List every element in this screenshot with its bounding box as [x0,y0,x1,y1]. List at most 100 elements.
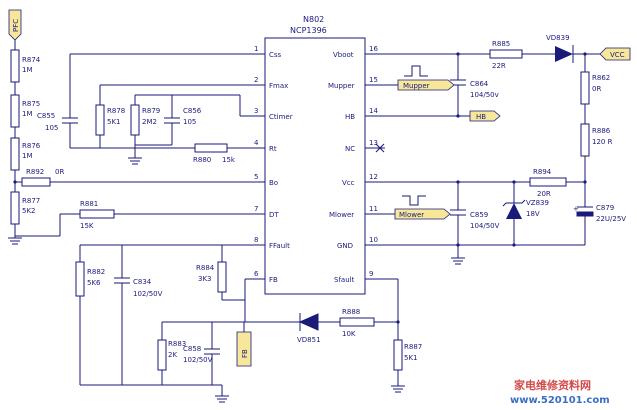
pin-8-name: FFault [269,242,290,250]
ground-symbol-icon [391,385,405,393]
pin-14-name: HB [345,113,355,121]
svg-text:1M: 1M [22,66,33,74]
svg-text:+: + [573,205,579,213]
svg-text:1M: 1M [22,152,33,160]
pulse-waveform-icon [404,65,428,77]
r886 [580,123,590,157]
mupper-net-tag: Mupper [397,79,455,91]
svg-text:15K: 15K [80,222,94,230]
ic-body [264,37,366,295]
svg-text:R885: R885 [492,40,510,48]
c879-capacitor: + [573,205,594,217]
svg-text:2K: 2K [168,351,177,359]
r874 [10,49,20,83]
svg-text:105: 105 [183,118,196,126]
fb-net-label: FB [241,349,249,358]
svg-text:102/50V: 102/50V [133,290,163,298]
fb-net-tag: FB [236,322,252,367]
svg-text:R887: R887 [404,343,422,351]
r876 [10,137,20,171]
svg-text:C879: C879 [596,204,614,212]
svg-text:R884: R884 [196,264,215,272]
svg-text:R875: R875 [22,100,40,108]
svg-text:R892: R892 [26,168,44,176]
pin-1-number: 1 [254,45,258,53]
r862 [580,71,590,105]
vd851-diode [298,313,319,331]
vd839-diode [555,45,574,63]
pin-10-name: GND [337,242,353,250]
svg-text:2M2: 2M2 [142,118,157,126]
ic-part: NCP1396 [290,26,327,35]
svg-text:3K3: 3K3 [198,275,212,283]
pin-12-number: 12 [369,173,378,181]
pin-16-name: Vboot [333,51,354,59]
pin-1-name: Css [269,51,282,59]
pin-6-number: 6 [254,270,259,278]
pin-16-number: 16 [369,45,378,53]
svg-text:0R: 0R [592,85,601,93]
r882 [75,261,85,297]
svg-text:VD839: VD839 [546,34,570,42]
svg-text:R880: R880 [193,156,211,164]
svg-text:R879: R879 [142,107,160,115]
r881 [79,209,115,219]
site-watermark: 家电维修资料网 www.520101.com [510,378,610,406]
r883 [157,339,167,371]
svg-text:C855: C855 [37,112,55,120]
svg-text:R874: R874 [22,56,41,64]
mlower-net-label: Mlower [399,211,424,219]
svg-text:R894: R894 [533,168,552,176]
svg-text:R881: R881 [80,200,98,208]
svg-text:5K2: 5K2 [22,207,36,215]
r887 [393,339,403,371]
r879 [130,104,140,136]
watermark-url: www.520101.com [510,395,610,406]
svg-text:R877: R877 [22,197,40,205]
pin-12-name: Vcc [342,179,355,187]
svg-text:R883: R883 [168,340,186,348]
svg-text:1M: 1M [22,110,33,118]
pfc-net-tag: PFC [8,9,22,41]
svg-text:10K: 10K [342,330,356,338]
pin-8-number: 8 [254,236,258,244]
ground-symbol-icon [128,157,142,165]
mupper-net-label: Mupper [403,82,430,90]
r880 [194,143,228,153]
r884 [217,261,227,293]
ground-symbol-icon [451,257,465,265]
pin-3-name: Ctimer [269,113,293,121]
pin-7-number: 7 [254,205,258,213]
ic-left-pins: 1 Css 2 Fmax 3 Ctimer 4 Rt 5 Bo 7 DT 8 F… [245,45,293,284]
svg-text:R888: R888 [342,308,360,316]
svg-text:22R: 22R [492,62,506,70]
svg-text:R886: R886 [592,127,611,135]
watermark-chinese: 家电维修资料网 [514,378,591,392]
svg-text:C858: C858 [183,345,201,353]
pin-13-number: 13 [369,139,378,147]
mlower-net-tag: Mlower [394,208,451,220]
ic-ref: N802 [303,15,324,24]
svg-text:5K6: 5K6 [87,279,101,287]
svg-text:VZ839: VZ839 [526,199,549,207]
hb-net-tag: HB [469,110,501,122]
pin-4-name: Rt [269,145,277,153]
svg-text:C856: C856 [183,107,202,115]
ground-symbol-icon [215,395,229,403]
pin-2-name: Fmax [269,82,288,90]
svg-text:R882: R882 [87,268,105,276]
r888 [339,317,375,327]
svg-text:C864: C864 [470,80,489,88]
pin-5-name: Bo [269,179,278,187]
svg-text:R876: R876 [22,142,41,150]
svg-text:R878: R878 [107,107,125,115]
pin-6-name: FB [269,276,278,284]
svg-text:0R: 0R [55,168,64,176]
pin-9-name: Sfault [334,276,355,284]
pin-4-number: 4 [254,139,259,147]
pin-9-number: 9 [369,270,373,278]
svg-text:5K1: 5K1 [404,354,418,362]
ground-symbol-icon [8,237,22,245]
pin-15-number: 15 [369,76,378,84]
